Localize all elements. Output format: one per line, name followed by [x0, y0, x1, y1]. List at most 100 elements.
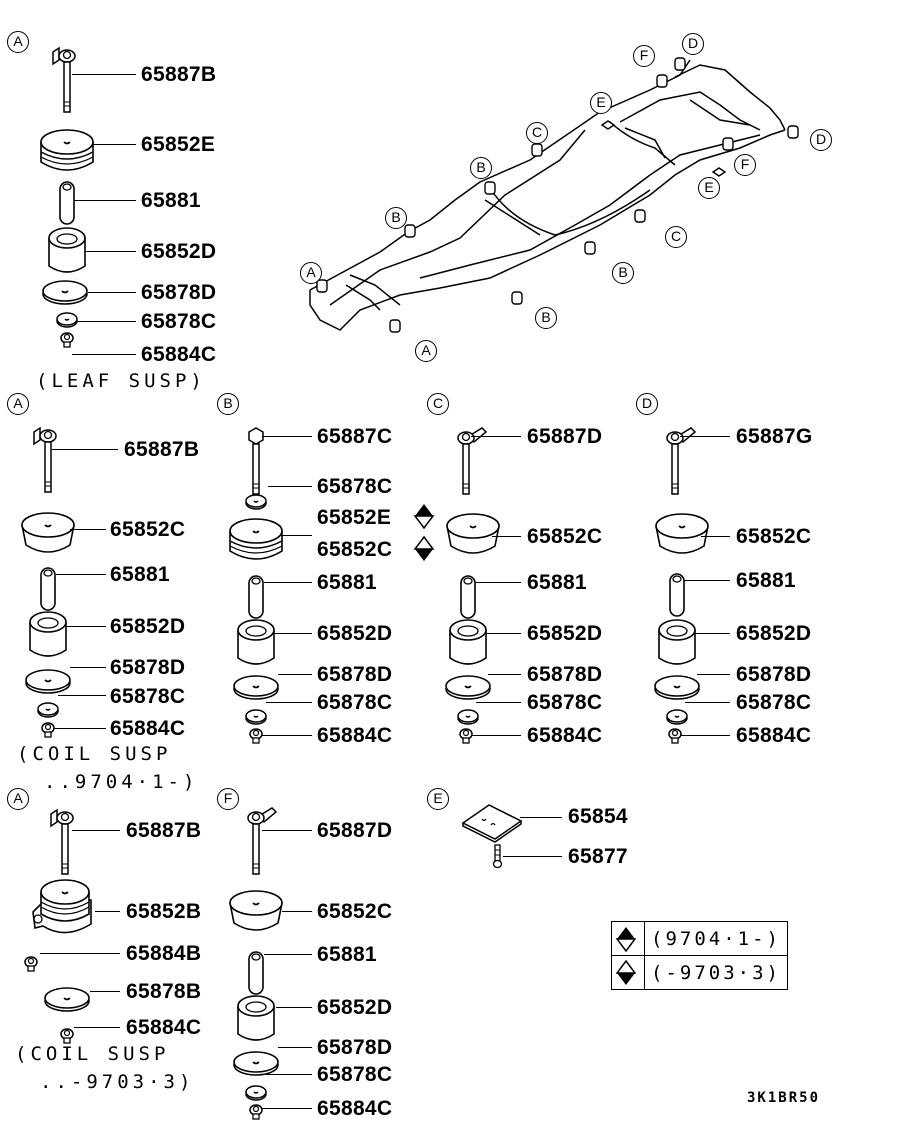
small-washer-icon — [56, 312, 78, 328]
part-number[interactable]: 65884C — [527, 724, 603, 747]
cushion-lower-icon — [449, 619, 487, 665]
part-number[interactable]: 65878D — [110, 656, 186, 679]
part-number[interactable]: 65878C — [141, 310, 217, 333]
part-number[interactable]: 65884C — [141, 343, 217, 366]
part-number[interactable]: 65852C — [317, 538, 393, 561]
part-number[interactable]: 65881 — [110, 563, 170, 586]
frame-label-a-1: A — [300, 262, 322, 284]
plate-icon — [461, 804, 523, 843]
part-number[interactable]: 65881 — [317, 571, 377, 594]
legend-row: (9704·1-) — [611, 921, 788, 956]
screw-icon — [492, 844, 503, 869]
part-number[interactable]: 65852D — [110, 615, 186, 638]
part-number[interactable]: 65852D — [317, 622, 393, 645]
part-number[interactable]: 65887D — [317, 819, 393, 842]
diamond-bottom-filled-icon — [616, 959, 636, 985]
part-number[interactable]: 65887G — [736, 425, 813, 448]
cushion-lower-icon — [658, 619, 696, 665]
part-number[interactable]: 65877 — [568, 845, 628, 868]
part-number[interactable]: 65854 — [568, 805, 628, 828]
legend-text: (9704·1-) — [644, 921, 788, 956]
part-number[interactable]: 65887C — [317, 425, 393, 448]
part-number[interactable]: 65852D — [736, 622, 812, 645]
nut-icon — [60, 332, 74, 348]
part-number[interactable]: 65852C — [527, 525, 603, 548]
part-number[interactable]: 65852E — [317, 506, 392, 529]
cushion-upper-icon — [21, 512, 75, 553]
washer-icon — [25, 669, 71, 694]
part-number[interactable]: 65884B — [126, 942, 202, 965]
part-number[interactable]: 65884C — [126, 1016, 202, 1039]
body-mount-bolt-icon — [248, 427, 264, 495]
part-number[interactable]: 65881 — [317, 943, 377, 966]
part-number[interactable]: 65887B — [126, 819, 202, 842]
nut-icon — [60, 1028, 74, 1044]
frame-label-e-2: E — [698, 177, 720, 199]
cushion-lower-icon — [237, 995, 275, 1041]
diamond-top-filled-icon — [616, 926, 636, 952]
part-number[interactable]: 65878C — [736, 691, 812, 714]
group-note-coil-susp-new: (COIL SUSP — [17, 743, 172, 765]
small-washer-icon — [245, 494, 267, 510]
collar-icon — [248, 575, 264, 619]
part-number[interactable]: 65852C — [736, 525, 812, 548]
part-number[interactable]: 65878C — [110, 685, 186, 708]
part-number[interactable]: 65878D — [317, 1036, 393, 1059]
part-number[interactable]: 65878B — [126, 980, 202, 1003]
part-number[interactable]: 65852D — [527, 622, 603, 645]
group-a-coil-old-parts — [24, 809, 92, 1044]
washer-icon — [445, 675, 491, 700]
part-number[interactable]: 65852E — [141, 133, 216, 156]
part-number[interactable]: 65881 — [736, 569, 796, 592]
group-f-parts — [229, 807, 283, 1120]
group-d-parts — [654, 427, 709, 744]
frame-label-a-2: A — [415, 340, 437, 362]
part-number[interactable]: 65878D — [141, 281, 217, 304]
part-number[interactable]: 65852C — [317, 900, 393, 923]
group-marker-b: B — [217, 393, 239, 415]
cushion-lower-icon — [29, 611, 67, 657]
frame-label-f-2: F — [734, 154, 756, 176]
part-number[interactable]: 65878D — [317, 663, 393, 686]
part-number[interactable]: 65852B — [126, 900, 202, 923]
small-washer-icon — [666, 709, 688, 725]
part-number[interactable]: 65878D — [736, 663, 812, 686]
group-marker-e: E — [427, 788, 449, 810]
part-number[interactable]: 65881 — [141, 189, 201, 212]
body-mount-bolt-icon — [666, 427, 696, 495]
part-number[interactable]: 65852C — [110, 518, 186, 541]
part-number[interactable]: 65852D — [317, 996, 393, 1019]
washer-icon — [42, 280, 88, 305]
part-number[interactable]: 65878C — [317, 691, 393, 714]
frame-label-d-2: D — [810, 129, 832, 151]
diamond-bottom-filled-icon — [413, 535, 435, 561]
part-number[interactable]: 65884C — [110, 717, 186, 740]
legend-text: (-9703·3) — [644, 955, 788, 990]
nut-icon — [249, 1104, 263, 1120]
part-number[interactable]: 65887D — [527, 425, 603, 448]
nut-icon — [41, 722, 55, 738]
part-number[interactable]: 65887B — [124, 438, 200, 461]
collar-icon — [40, 567, 56, 611]
part-number[interactable]: 65887B — [141, 63, 217, 86]
part-number[interactable]: 65878C — [317, 475, 393, 498]
group-marker-a-coil-new: A — [7, 393, 29, 415]
part-number[interactable]: 65878D — [527, 663, 603, 686]
part-number[interactable]: 65878C — [317, 1063, 393, 1086]
part-number[interactable]: 65884C — [736, 724, 812, 747]
washer-icon — [654, 675, 700, 700]
small-washer-icon — [245, 709, 267, 725]
legend-row: (-9703·3) — [611, 955, 788, 990]
part-number[interactable]: 65884C — [317, 1097, 393, 1120]
part-number[interactable]: 65852D — [141, 240, 217, 263]
frame-label-c-2: C — [665, 226, 687, 248]
cushion-upper-icon — [40, 129, 94, 171]
cushion-with-bracket-icon — [32, 879, 92, 934]
nut-icon — [249, 728, 263, 744]
nut-icon — [668, 728, 682, 744]
legend-table: (9704·1-) (-9703·3) — [611, 921, 788, 990]
part-number[interactable]: 65881 — [527, 571, 587, 594]
part-number[interactable]: 65884C — [317, 724, 393, 747]
body-mount-bolt-icon — [50, 809, 74, 875]
part-number[interactable]: 65878C — [527, 691, 603, 714]
